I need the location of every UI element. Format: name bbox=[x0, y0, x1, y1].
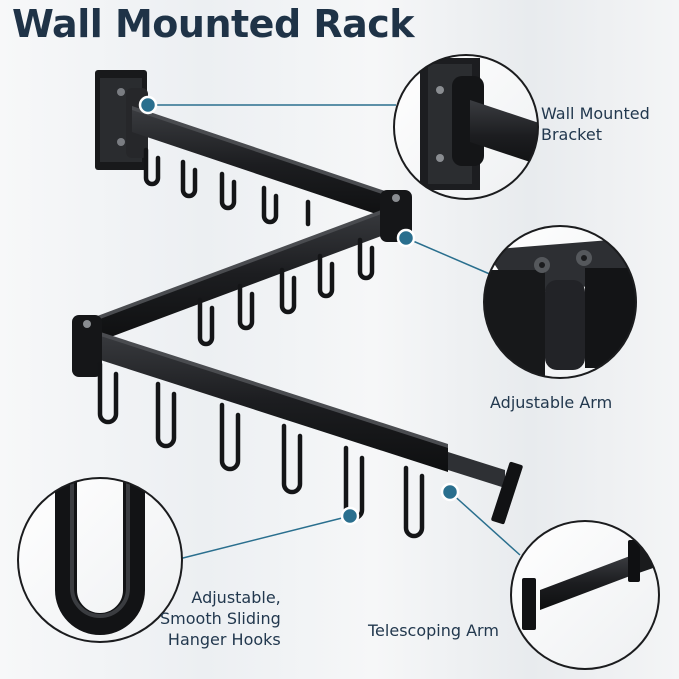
hanger-hooks-label-line2: Smooth Sliding bbox=[160, 608, 281, 628]
telescoping-arm-label: Telescoping Arm bbox=[368, 621, 499, 642]
adjustable-arm-label-line1: Adjustable Arm bbox=[490, 393, 613, 412]
telescoping-end-closeup-icon bbox=[510, 520, 660, 670]
wall-bracket-label-line2: Bracket bbox=[541, 124, 602, 144]
callout-dots bbox=[138, 95, 460, 526]
rack-arm-3 bbox=[88, 328, 523, 525]
hanger-hooks-label: Adjustable, Smooth Sliding Hanger Hooks bbox=[160, 588, 281, 650]
rack-arm-1 bbox=[132, 106, 400, 222]
wall-bracket-label: Wall Mounted Bracket bbox=[541, 104, 650, 146]
wall-bracket-label-line1: Wall Mounted bbox=[541, 104, 650, 123]
hanger-hooks-label-line1: Adjustable, bbox=[191, 588, 281, 607]
callout-lines bbox=[148, 104, 521, 561]
adjustable-arm-label: Adjustable Arm bbox=[490, 393, 612, 414]
hanger-hooks bbox=[97, 147, 425, 539]
hinge-joint-closeup-icon bbox=[483, 225, 637, 379]
hook-closeup-icon bbox=[17, 477, 183, 643]
telescoping-arm-label-line1: Telescoping Arm bbox=[368, 621, 499, 640]
page-title: Wall Mounted Rack bbox=[12, 2, 415, 46]
rack-arm-2 bbox=[92, 203, 400, 344]
wall-bracket-closeup-icon bbox=[393, 54, 539, 200]
hanger-hooks-label-line3: Hanger Hooks bbox=[167, 629, 281, 649]
